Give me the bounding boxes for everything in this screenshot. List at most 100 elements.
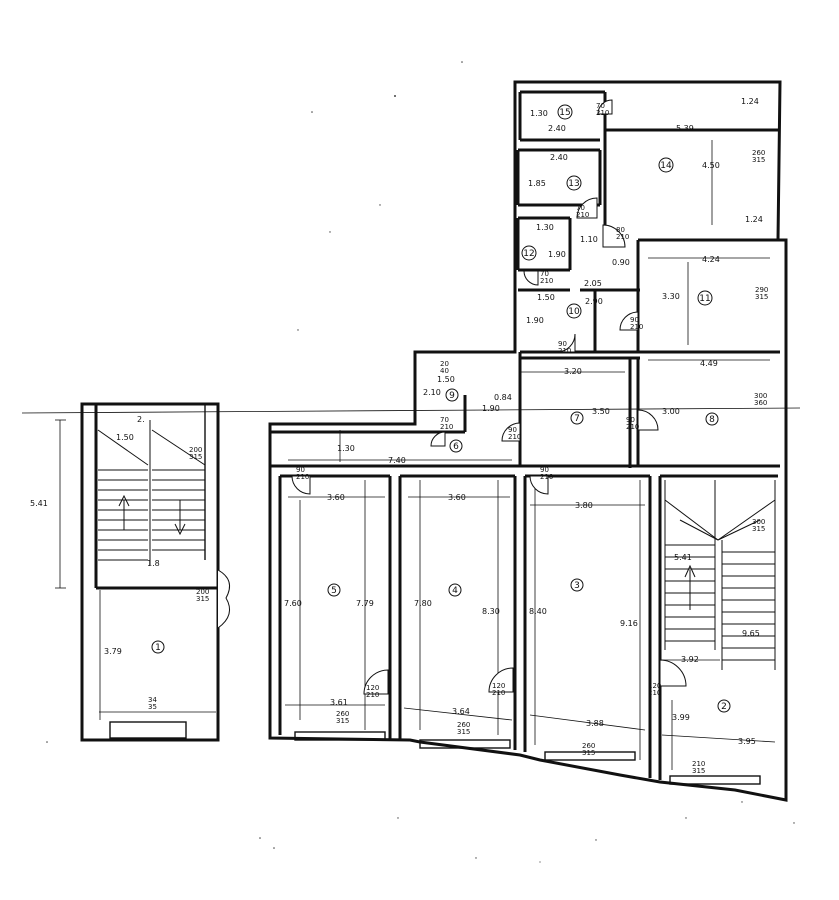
entry-door [217, 569, 231, 629]
svg-text:7: 7 [574, 414, 580, 424]
dim: 5.41 [674, 553, 692, 562]
dim: 3.60 [327, 493, 345, 502]
dim: 7.80 [414, 599, 432, 608]
dim: 1.85 [528, 179, 546, 188]
svg-text:2: 2 [721, 702, 727, 712]
dim: 0.90 [612, 258, 630, 267]
dim: 8.30 [482, 607, 500, 616]
dim: 4.24 [702, 255, 720, 264]
left-stair [97, 420, 206, 565]
room-labels: 1 2 3 4 5 6 7 8 9 10 11 12 13 14 15 [151, 104, 731, 713]
svg-text:9: 9 [449, 391, 455, 401]
room-label-1: 1 [151, 640, 165, 654]
dim: 1.90 [526, 316, 544, 325]
dim: 1.50 [116, 433, 134, 442]
dim: 1.50 [537, 293, 555, 302]
svg-text:4: 4 [452, 586, 458, 596]
svg-text:14: 14 [660, 161, 672, 171]
dim: 3.88 [586, 719, 604, 728]
dim: 4.49 [700, 359, 718, 368]
room-label-13: 13 [566, 175, 582, 191]
svg-text:1: 1 [155, 643, 161, 653]
dim: 3.95 [738, 737, 756, 746]
dim: 7.79 [356, 599, 374, 608]
dim: 1.90 [482, 404, 500, 413]
svg-text:6: 6 [453, 442, 459, 452]
dim: 1.10 [580, 235, 598, 244]
dim: 3.79 [104, 647, 122, 656]
dim: 2. [137, 415, 145, 424]
dim: 0.84 [494, 393, 512, 402]
dim: 2.40 [548, 124, 566, 133]
room-label-11: 11 [697, 290, 713, 306]
room-label-5: 5 [327, 583, 341, 597]
dimension-lines [285, 129, 776, 770]
room-label-14: 14 [658, 157, 674, 173]
doors [291, 99, 687, 695]
dim: 2.90 [585, 297, 603, 306]
left-block [55, 402, 231, 742]
svg-text:3: 3 [574, 581, 580, 591]
dim: 2.40 [550, 153, 568, 162]
dim: 3.20 [564, 367, 582, 376]
room-label-6: 6 [449, 439, 463, 453]
svg-text:15: 15 [559, 108, 570, 118]
dim: 1.30 [530, 109, 548, 118]
room-label-2: 2 [717, 699, 731, 713]
svg-text:12: 12 [523, 249, 534, 259]
dim: 1.8 [147, 559, 160, 568]
svg-text:5: 5 [331, 586, 337, 596]
dim: 3.92 [681, 655, 699, 664]
dim: 2.05 [584, 279, 602, 288]
room-label-4: 4 [448, 583, 462, 597]
dim: 1.30 [337, 444, 355, 453]
room-label-9: 9 [445, 388, 459, 402]
main-block [268, 80, 788, 802]
room-label-15: 15 [557, 104, 573, 120]
dim: 3.60 [448, 493, 466, 502]
room-label-12: 12 [521, 245, 537, 261]
dim: 2.10 [423, 388, 441, 397]
dim: 4.50 [702, 161, 720, 170]
room-label-8: 8 [705, 412, 719, 426]
dim: 1.24 [745, 215, 763, 224]
dim: 3.61 [330, 698, 348, 707]
dim: 8.40 [529, 607, 547, 616]
dim: 3.00 [662, 407, 680, 416]
dim: 3.30 [662, 292, 680, 301]
dim: 3.64 [452, 707, 470, 716]
dim: 7.60 [284, 599, 302, 608]
svg-text:11: 11 [699, 294, 710, 304]
right-stair [664, 480, 776, 670]
section-line [21, 407, 801, 414]
svg-text:13: 13 [568, 179, 579, 189]
dim: 1.24 [741, 97, 759, 106]
scan-noise [46, 61, 795, 863]
dim: 5.39 [676, 124, 694, 133]
room-label-10: 10 [566, 303, 582, 319]
